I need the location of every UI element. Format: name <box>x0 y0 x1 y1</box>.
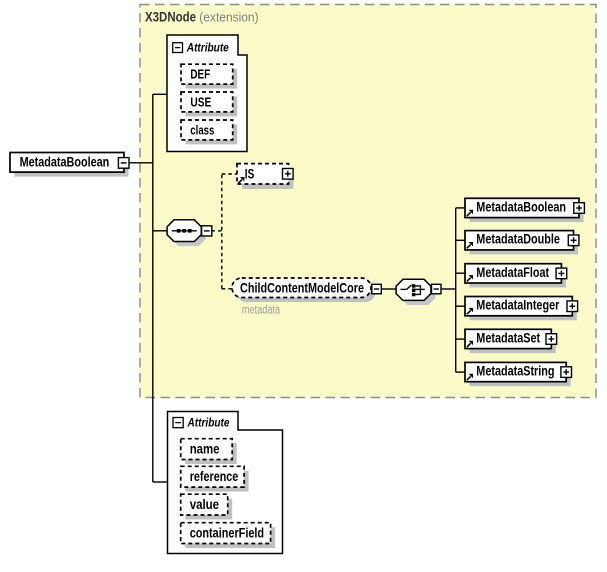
svg-text:MetadataBoolean: MetadataBoolean <box>476 198 566 214</box>
svg-text:DEF: DEF <box>190 68 210 82</box>
svg-text:MetadataSet: MetadataSet <box>476 329 540 345</box>
svg-text:ChildContentModelCore: ChildContentModelCore <box>240 280 364 296</box>
svg-text:name: name <box>190 441 220 457</box>
svg-text:Attribute: Attribute <box>187 417 230 430</box>
svg-text:containerField: containerField <box>190 525 264 541</box>
svg-text:MetadataFloat: MetadataFloat <box>476 264 549 280</box>
svg-text:(extension): (extension) <box>199 10 258 25</box>
svg-text:MetadataBoolean: MetadataBoolean <box>20 154 110 170</box>
svg-text:metadata: metadata <box>242 305 281 317</box>
svg-text:reference: reference <box>190 468 239 484</box>
svg-text:IS: IS <box>245 165 255 181</box>
svg-text:value: value <box>190 496 220 512</box>
svg-text:USE: USE <box>190 95 211 109</box>
svg-text:Attribute: Attribute <box>186 41 229 54</box>
svg-text:MetadataInteger: MetadataInteger <box>476 297 559 313</box>
svg-text:class: class <box>190 123 214 137</box>
svg-text:X3DNode: X3DNode <box>145 10 196 25</box>
svg-text:MetadataString: MetadataString <box>476 363 554 379</box>
svg-text:MetadataDouble: MetadataDouble <box>476 231 560 247</box>
